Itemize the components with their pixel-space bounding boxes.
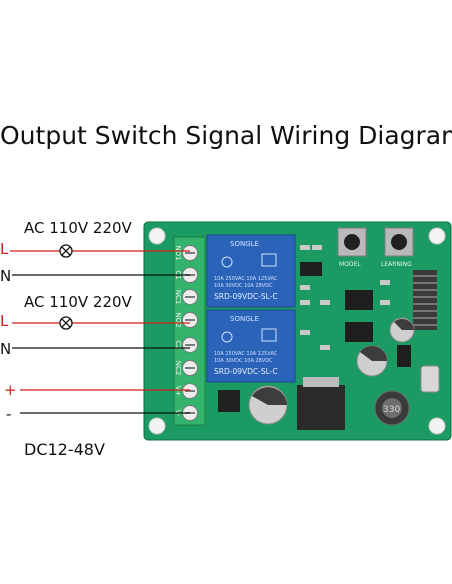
smd-parts (300, 245, 390, 350)
load-2-label: AC 110V 220V (24, 293, 132, 311)
wires (10, 250, 190, 414)
dc-minus-label: - (6, 405, 12, 423)
terminal-label: C2 (174, 340, 182, 349)
svg-text:SONGLE: SONGLE (230, 315, 259, 323)
svg-text:LEARNING: LEARNING (381, 261, 412, 268)
svg-text:10A 30VDC 10A 28VDC: 10A 30VDC 10A 28VDC (214, 358, 273, 364)
terminal-label: NO1 (174, 245, 182, 260)
svg-text:10A 250VAC 10A 125VAC: 10A 250VAC 10A 125VAC (214, 351, 278, 357)
voltage-regulator (297, 377, 345, 430)
svg-text:10A 250VAC 10A 125VAC: 10A 250VAC 10A 125VAC (214, 276, 278, 282)
crystal (420, 365, 440, 393)
svg-text:MODEL: MODEL (339, 261, 361, 268)
load-1-live-label: L (0, 240, 9, 258)
dc-voltage-label: DC12-48V (24, 440, 105, 459)
terminal-label: NO2 (174, 312, 182, 327)
svg-text:SRD-09VDC-SL-C: SRD-09VDC-SL-C (214, 292, 278, 301)
ic-chips (300, 262, 411, 367)
mounting-holes (148, 227, 446, 435)
bridge-rectifier (218, 390, 240, 412)
load-1-neutral-label: N (0, 267, 12, 285)
terminal-label: NC1 (174, 290, 182, 305)
relay-1-brand: SONGLE (230, 240, 259, 248)
svg-text:330: 330 (383, 405, 400, 415)
lamp-icons (59, 244, 73, 330)
terminal-label: V+ (174, 386, 182, 397)
inductor: 330 (374, 390, 410, 426)
relay-1: SONGLE 10A 250VAC 10A 125VAC 10A 30VDC 1… (206, 234, 296, 308)
dc-plus-label: + (4, 381, 17, 399)
load-2-neutral-label: N (0, 340, 12, 358)
terminal-label: NC2 (174, 361, 182, 376)
model-button: MODEL (337, 227, 367, 268)
relay-2: SONGLE 10A 250VAC 10A 125VAC 10A 30VDC 1… (206, 309, 296, 383)
learning-button: LEARNING (381, 227, 414, 268)
antenna-coil (413, 270, 437, 330)
electrolytic-capacitors (248, 317, 415, 425)
page-title: Output Switch Signal Wiring Diagram (0, 121, 452, 150)
svg-text:10A 30VDC 10A 28VDC: 10A 30VDC 10A 28VDC (214, 283, 273, 289)
svg-text:SRD-09VDC-SL-C: SRD-09VDC-SL-C (214, 367, 278, 376)
load-1-label: AC 110V 220V (24, 219, 132, 237)
load-2-live-label: L (0, 312, 9, 330)
